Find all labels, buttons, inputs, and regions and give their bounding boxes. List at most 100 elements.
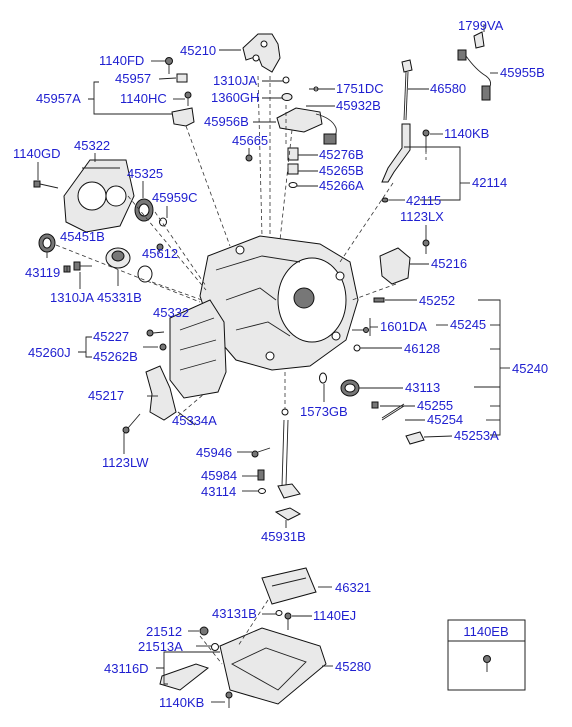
- label-1140kb-bottom: 1140KB: [159, 695, 204, 710]
- bolt-45227-part: [146, 329, 165, 337]
- bolt-1601da-part: [352, 327, 369, 333]
- side-cover-45322-part: [63, 159, 135, 233]
- label-45334a: 45334A: [172, 413, 217, 428]
- valve-cover-45260j-part: [169, 299, 227, 399]
- label-42114: 42114: [472, 175, 507, 190]
- label-45265b: 45265B: [319, 163, 364, 178]
- oring-43114-part: [258, 488, 266, 494]
- bolt-1123lx-part: [422, 239, 430, 254]
- dipstick-46580-part: [401, 59, 413, 121]
- label-45240: 45240: [512, 361, 548, 376]
- label-1799va: 1799VA: [458, 18, 504, 33]
- label-43131b: 43131B: [212, 606, 257, 621]
- label-45957a: 45957A: [36, 91, 81, 106]
- label-45252: 45252: [419, 293, 455, 308]
- bolt-1140hc-part: [184, 91, 192, 106]
- drain-plug-21512-part: [199, 626, 209, 636]
- bolt-1310ja-mid-part: [73, 261, 92, 271]
- manual-shaft-45931b-part: [274, 408, 302, 521]
- label-45956b: 45956B: [204, 114, 249, 129]
- transaxle-housing-part: [199, 235, 359, 371]
- label-45322: 45322: [74, 138, 110, 153]
- label-45332: 45332: [153, 305, 189, 320]
- inset-bolt-icon: [483, 655, 491, 672]
- bracket-45210-part: [242, 33, 281, 73]
- label-45984: 45984: [201, 468, 237, 483]
- label-21513a: 21513A: [138, 639, 183, 654]
- label-45946: 45946: [196, 445, 232, 460]
- bracket-45217-part: [145, 365, 177, 421]
- label-45210: 45210: [180, 43, 216, 58]
- bracket-43116d-part: [159, 663, 210, 691]
- label-1573gb: 1573GB: [300, 404, 348, 419]
- label-45932b: 45932B: [336, 98, 381, 113]
- inset-box-title: 1140EB: [463, 624, 508, 639]
- label-45957: 45957: [115, 71, 151, 86]
- label-1360gh: 1360GH: [211, 90, 259, 105]
- inset-box-1140eb: 1140EB: [447, 619, 526, 691]
- bolt-1140fd-part: [165, 57, 173, 74]
- gasket-21513a-part: [211, 643, 219, 651]
- label-1123lw: 1123LW: [102, 455, 149, 470]
- bracket-45957a-part: [171, 107, 195, 127]
- label-1123lx: 1123LX: [400, 209, 444, 224]
- label-45227: 45227: [93, 329, 129, 344]
- label-45253a: 45253A: [454, 428, 499, 443]
- bolt-1140gd-part: [33, 180, 59, 189]
- label-46321: 46321: [335, 580, 371, 595]
- leader-lines: [37, 24, 510, 703]
- washer-45262b-part: [159, 343, 167, 351]
- oring-45959c-part: [159, 217, 167, 227]
- label-1140hc: 1140HC: [120, 91, 167, 106]
- label-45665: 45665: [232, 133, 268, 148]
- label-45931b: 45931B: [261, 529, 306, 544]
- bolt-1140kb-top-part: [422, 129, 430, 152]
- label-45217: 45217: [88, 388, 124, 403]
- label-1140ej: 1140EJ: [313, 608, 356, 623]
- washer-1310ja-top-part: [282, 76, 290, 84]
- label-45245: 45245: [450, 317, 486, 332]
- label-43113: 43113: [405, 380, 440, 395]
- label-45255: 45255: [417, 398, 453, 413]
- label-45262b: 45262B: [93, 349, 138, 364]
- bolt-1140ej-part: [284, 612, 292, 630]
- label-45216: 45216: [431, 256, 467, 271]
- part-labels: 1799VA 45210 1140FD 45957 45957A 1140HC …: [13, 18, 548, 710]
- inhibitor-switch-45956b-part: [276, 107, 337, 145]
- oring-43131b-part: [275, 610, 283, 616]
- label-43116d: 43116D: [104, 661, 149, 676]
- oil-pan-45280-part: [219, 627, 327, 705]
- plug-45665-part: [245, 154, 253, 162]
- bolt-1140kb-bottom-part: [225, 691, 233, 708]
- label-45612: 45612: [142, 246, 178, 261]
- label-45959c: 45959C: [152, 190, 198, 205]
- label-43119: 43119: [25, 265, 60, 280]
- label-21512: 21512: [146, 624, 182, 639]
- bolt-45984-part: [257, 469, 265, 481]
- label-1601da: 1601DA: [380, 319, 427, 334]
- label-46580: 46580: [430, 81, 466, 96]
- nut-1360gh-part: [281, 93, 293, 101]
- pin-45252-part: [373, 297, 385, 303]
- oring-42115-part: [381, 197, 389, 203]
- clip-45957-part: [176, 73, 188, 83]
- shaft-45254-part: [371, 401, 425, 445]
- seal-45325-part: [134, 198, 154, 222]
- ring-45612-part: [137, 265, 153, 283]
- label-45266a: 45266A: [319, 178, 364, 193]
- label-42115: 42115: [406, 193, 441, 208]
- label-46128: 46128: [404, 341, 440, 356]
- seal-43113-part: [340, 379, 360, 397]
- label-1751dc: 1751DC: [336, 81, 384, 96]
- label-45955b: 45955B: [500, 65, 545, 80]
- label-43114: 43114: [201, 484, 236, 499]
- label-45280: 45280: [335, 659, 371, 674]
- label-1310ja-top: 1310JA: [213, 73, 257, 88]
- sensor-45276b-part: [287, 147, 299, 188]
- label-1140gd: 1140GD: [13, 146, 60, 161]
- bracket-45216-part: [379, 247, 411, 285]
- bolt-1123lw-part: [122, 413, 141, 434]
- label-45254: 45254: [427, 412, 463, 427]
- label-45260j: 45260J: [28, 345, 71, 360]
